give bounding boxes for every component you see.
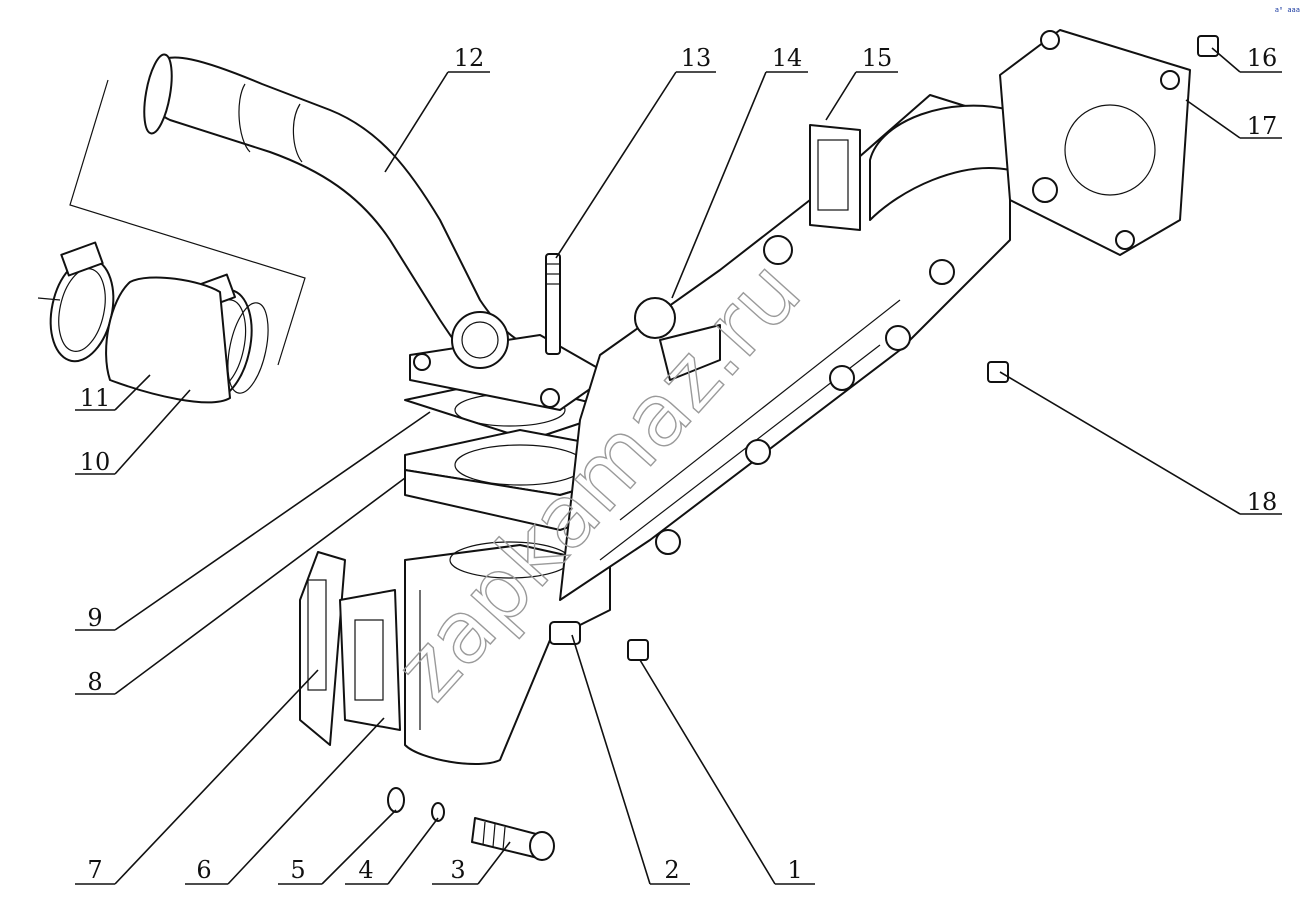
callout-1: 1 bbox=[787, 856, 802, 884]
callout-7: 7 bbox=[87, 856, 102, 884]
leader-line-16 bbox=[1211, 47, 1282, 73]
leader-line-5 bbox=[278, 809, 397, 885]
leader-line-8 bbox=[75, 477, 406, 695]
corner-mark: a⁰ aaa bbox=[1275, 6, 1300, 14]
leader-line-17 bbox=[1185, 99, 1282, 139]
callout-13: 13 bbox=[681, 44, 712, 72]
exhaust-manifold-body bbox=[559, 94, 1011, 601]
leader-lines bbox=[37, 47, 1282, 885]
outlet-flange bbox=[409, 311, 611, 411]
callout-3: 3 bbox=[450, 856, 465, 884]
lock-washer-part-4 bbox=[431, 802, 445, 822]
callout-12: 12 bbox=[454, 44, 485, 72]
lower-elbow-housing bbox=[404, 541, 611, 766]
bracket-part-6 bbox=[339, 589, 401, 731]
plug-part-18 bbox=[987, 361, 1009, 383]
callout-labels: 1 2 3 4 5 6 7 8 9 10 11 12 13 14 15 16 1… bbox=[80, 44, 1278, 884]
leader-line-3 bbox=[432, 841, 511, 885]
leader-line-18 bbox=[999, 371, 1282, 515]
bolt-part-16 bbox=[1197, 35, 1219, 57]
union-fitting-part-2 bbox=[549, 621, 581, 645]
callout-18: 18 bbox=[1247, 488, 1278, 516]
callout-8: 8 bbox=[87, 668, 102, 696]
bolt-part-3 bbox=[471, 817, 555, 861]
leader-line-15 bbox=[825, 71, 898, 121]
callout-16: 16 bbox=[1247, 44, 1278, 72]
callout-11: 11 bbox=[80, 384, 111, 412]
callout-4: 4 bbox=[358, 856, 373, 884]
leader-line-6 bbox=[185, 717, 385, 885]
manifold-bosses bbox=[655, 177, 1058, 555]
leader-line-4 bbox=[345, 817, 439, 885]
callout-9: 9 bbox=[87, 604, 102, 632]
callout-2: 2 bbox=[664, 856, 679, 884]
side-flange-gasket-part-7 bbox=[299, 551, 346, 746]
plug-part-1 bbox=[627, 639, 649, 661]
leader-line-13 bbox=[555, 71, 716, 259]
parts-drawing bbox=[49, 29, 1219, 861]
leader-line-14 bbox=[671, 71, 808, 299]
leader-line-7 bbox=[75, 669, 319, 885]
end-cover-part-17 bbox=[999, 29, 1191, 256]
leader-line-12 bbox=[384, 71, 490, 173]
leader-line-1 bbox=[639, 659, 815, 885]
callout-10: 10 bbox=[80, 448, 111, 476]
leader-line-10 bbox=[75, 389, 191, 475]
connecting-hose-part-11 bbox=[105, 276, 269, 404]
leader-line-11 bbox=[75, 374, 151, 411]
leader-line-9 bbox=[75, 411, 431, 631]
callout-14: 14 bbox=[772, 44, 803, 72]
callout-15: 15 bbox=[862, 44, 893, 72]
fitting-part-14 bbox=[634, 297, 721, 381]
callout-6: 6 bbox=[196, 856, 211, 884]
stud-part-13 bbox=[545, 253, 561, 355]
washer-part-5 bbox=[387, 787, 405, 813]
callout-17: 17 bbox=[1247, 112, 1278, 140]
bracket-part-15 bbox=[809, 124, 861, 231]
leader-line-2 bbox=[571, 634, 690, 885]
callout-5: 5 bbox=[290, 856, 305, 884]
